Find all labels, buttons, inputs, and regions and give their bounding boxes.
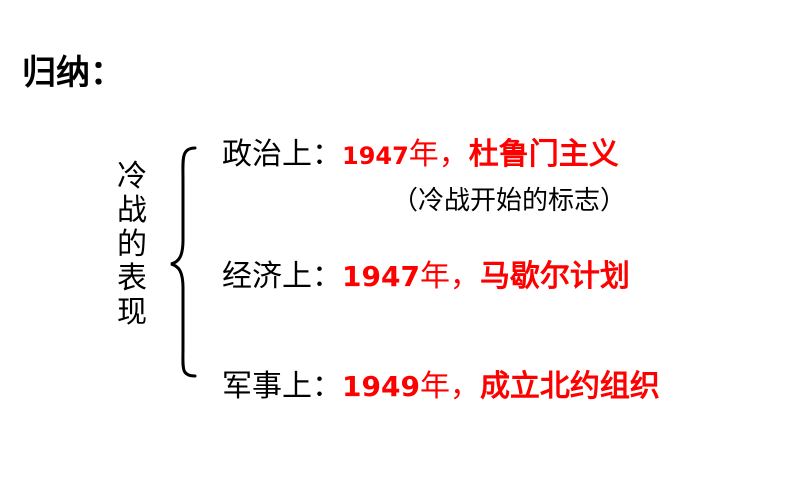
row-economic: 经济上：1947年，马歇尔计划 [222,262,630,292]
summary-heading: 归纳： [22,53,124,93]
military-value: 1949年，成立北约组织 [342,372,660,402]
political-year-suffix: 年， [408,137,469,172]
economic-year: 1947 [342,260,420,293]
military-label: 军事上： [222,369,342,404]
curly-brace [170,146,197,378]
row-political: 政治上：1947年，杜鲁门主义 [222,140,619,170]
military-year: 1949 [342,370,420,403]
political-value: 1947年，杜鲁门主义 [342,140,619,171]
political-label: 政治上： [222,137,342,172]
economic-label: 经济上： [222,259,342,294]
row-military: 军事上：1949年，成立北约组织 [222,372,660,402]
title-char: 现 [117,295,147,330]
economic-content: 马歇尔计划 [479,259,630,294]
cold-war-manifestations-title: 冷 战 的 表 现 [112,160,152,330]
cold-war-start-note: （冷战开始的标志） [392,186,627,216]
political-content: 杜鲁门主义 [468,137,619,172]
title-char: 冷 [117,159,147,194]
military-content: 成立北约组织 [479,369,660,404]
military-year-suffix: 年， [419,369,480,404]
political-year: 1947 [342,142,409,170]
title-char: 表 [117,261,147,296]
title-char: 的 [117,227,147,262]
title-char: 战 [117,193,147,228]
economic-year-suffix: 年， [419,259,480,294]
economic-value: 1947年，马歇尔计划 [342,262,630,292]
